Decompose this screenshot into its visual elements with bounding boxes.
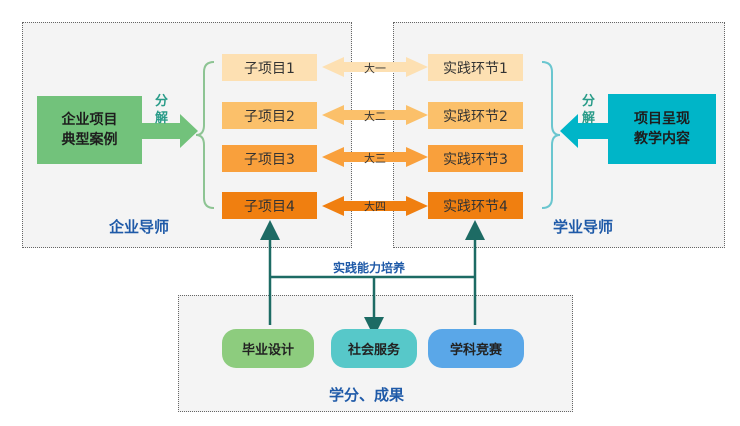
left-split-char1: 分 (155, 94, 169, 109)
subproject-3: 子项目3 (222, 145, 317, 172)
year-label-2: 大二 (364, 110, 386, 123)
enterprise-case-box: 企业项目 典型案例 (37, 96, 142, 164)
year-label-3: 大三 (364, 152, 386, 165)
teaching-content-line1: 项目呈现 (634, 111, 690, 127)
outcome-graduation-design: 毕业设计 (222, 329, 314, 368)
credits-results-title: 学分、成果 (329, 386, 405, 404)
subproject-4: 子项目4 (222, 192, 317, 219)
teaching-content-line2: 教学内容 (634, 131, 690, 147)
year-label-4: 大四 (364, 200, 386, 213)
practice-ability-label: 实践能力培养 (333, 261, 406, 275)
year-label-1: 大一 (364, 62, 386, 75)
practice-4: 实践环节4 (428, 192, 523, 219)
teaching-content-box: 项目呈现 教学内容 (608, 94, 716, 164)
outcome-subject-competition: 学科竞赛 (428, 329, 524, 368)
outcome-social-service: 社会服务 (331, 329, 417, 368)
right-split-label: 分 解 (582, 93, 595, 127)
right-split-char2: 解 (582, 111, 596, 126)
enterprise-case-line2: 典型案例 (61, 132, 118, 148)
enterprise-case-line1: 企业项目 (61, 112, 118, 128)
academic-mentor-title: 学业导师 (553, 218, 614, 236)
right-split-char1: 分 (582, 94, 596, 109)
practice-2: 实践环节2 (428, 102, 523, 129)
subproject-1: 子项目1 (222, 54, 317, 81)
practice-3: 实践环节3 (428, 145, 523, 172)
left-split-char2: 解 (155, 111, 169, 126)
practice-1: 实践环节1 (428, 54, 523, 81)
enterprise-mentor-title: 企业导师 (109, 218, 170, 236)
subproject-2: 子项目2 (222, 102, 317, 129)
left-split-label: 分 解 (155, 93, 168, 127)
